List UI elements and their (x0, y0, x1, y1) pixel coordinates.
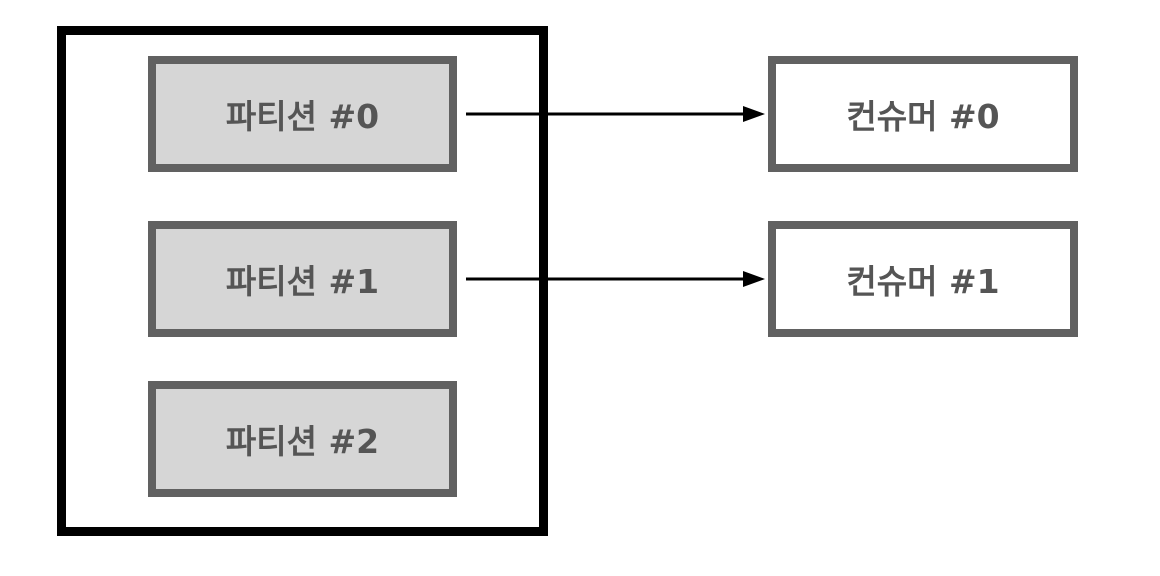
partition-2-label: 파티션 #2 (225, 422, 380, 461)
partition-0-box: 파티션 #0 (148, 56, 457, 172)
consumer-0-label: 컨슈머 #0 (846, 97, 1000, 136)
partition-1-box: 파티션 #1 (148, 221, 457, 337)
consumer-1-label: 컨슈머 #1 (846, 262, 1000, 301)
partition-0-label: 파티션 #0 (225, 97, 380, 136)
consumer-0-box: 컨슈머 #0 (768, 56, 1078, 172)
partition-2-box: 파티션 #2 (148, 381, 457, 497)
consumer-1-box: 컨슈머 #1 (768, 221, 1078, 337)
partition-1-label: 파티션 #1 (225, 262, 380, 301)
